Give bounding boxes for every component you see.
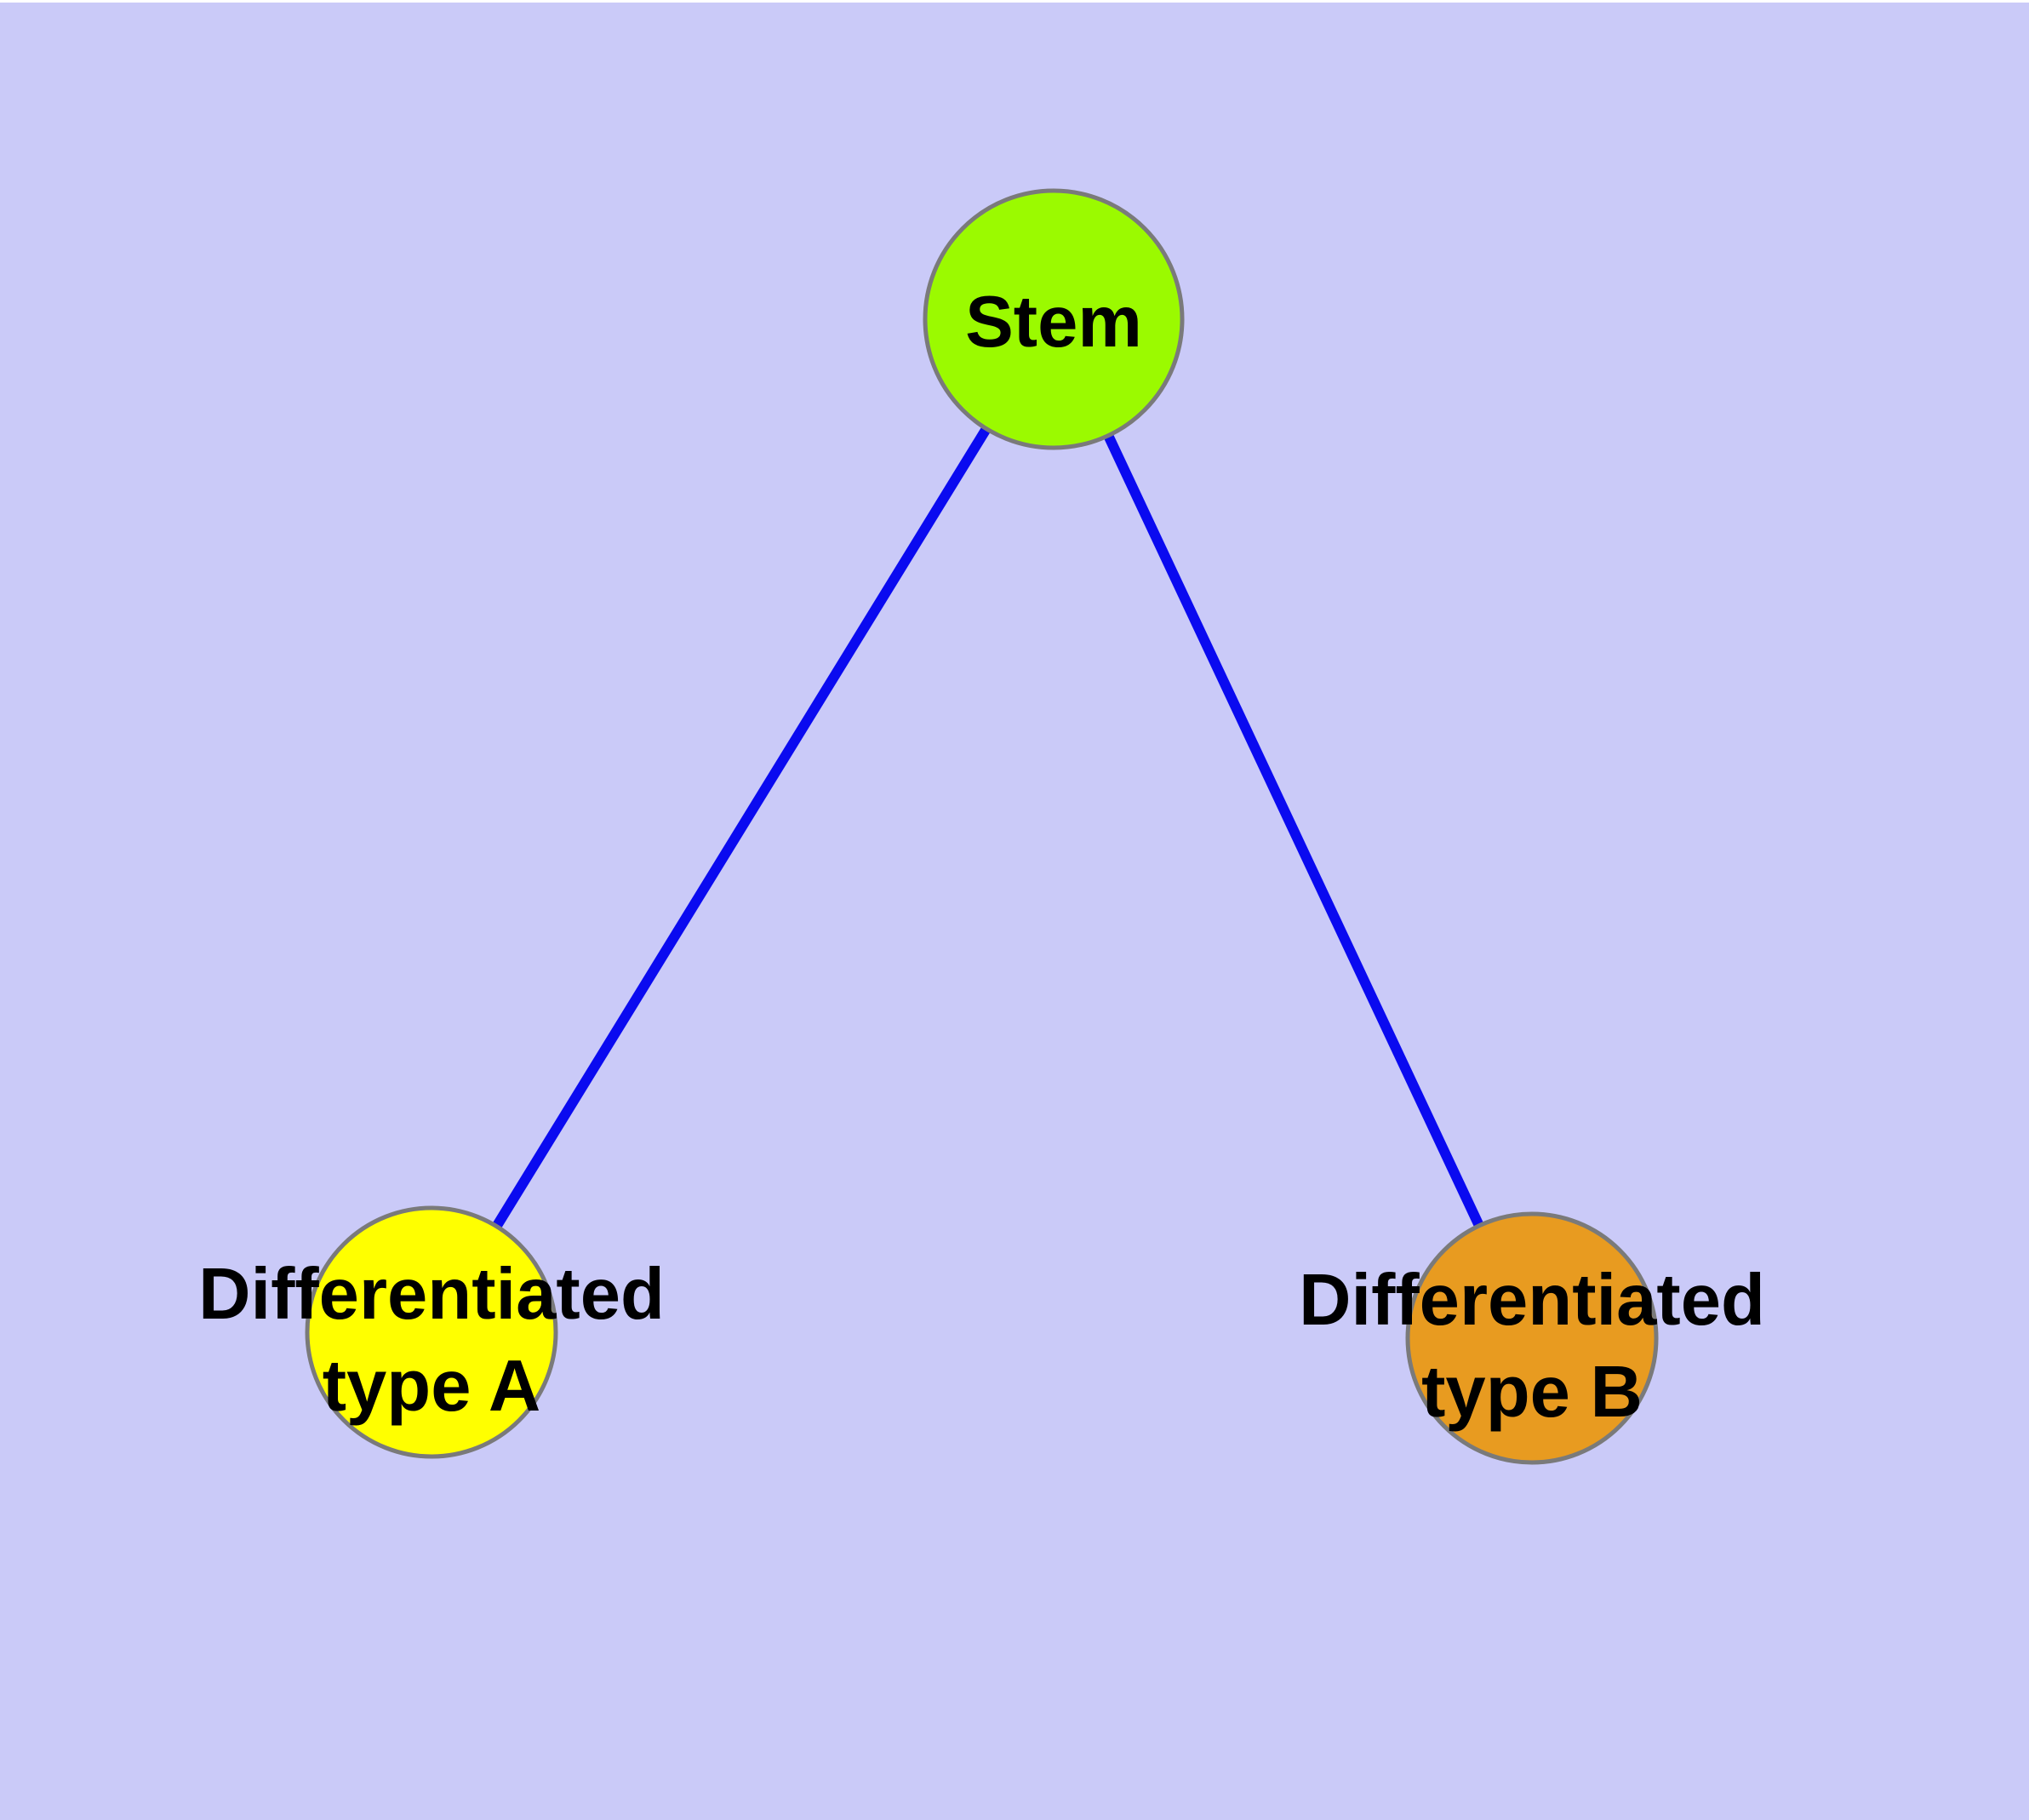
edge-stem-to-type-b: [1049, 317, 1537, 1341]
node-differentiated-type-b: [1405, 1211, 1659, 1465]
node-type-a-label-line2: type A: [323, 1346, 541, 1427]
node-type-b-label-line1: Differentiated: [1299, 1260, 1765, 1341]
node-type-a-label-line1: Differentiated: [198, 1254, 665, 1335]
node-type-b-label-line2: type B: [1421, 1352, 1643, 1433]
node-stem-label: Stem: [965, 282, 1142, 363]
node-stem: [923, 188, 1185, 450]
node-differentiated-type-a: [305, 1205, 558, 1459]
edge-stem-to-type-a: [426, 316, 1059, 1336]
